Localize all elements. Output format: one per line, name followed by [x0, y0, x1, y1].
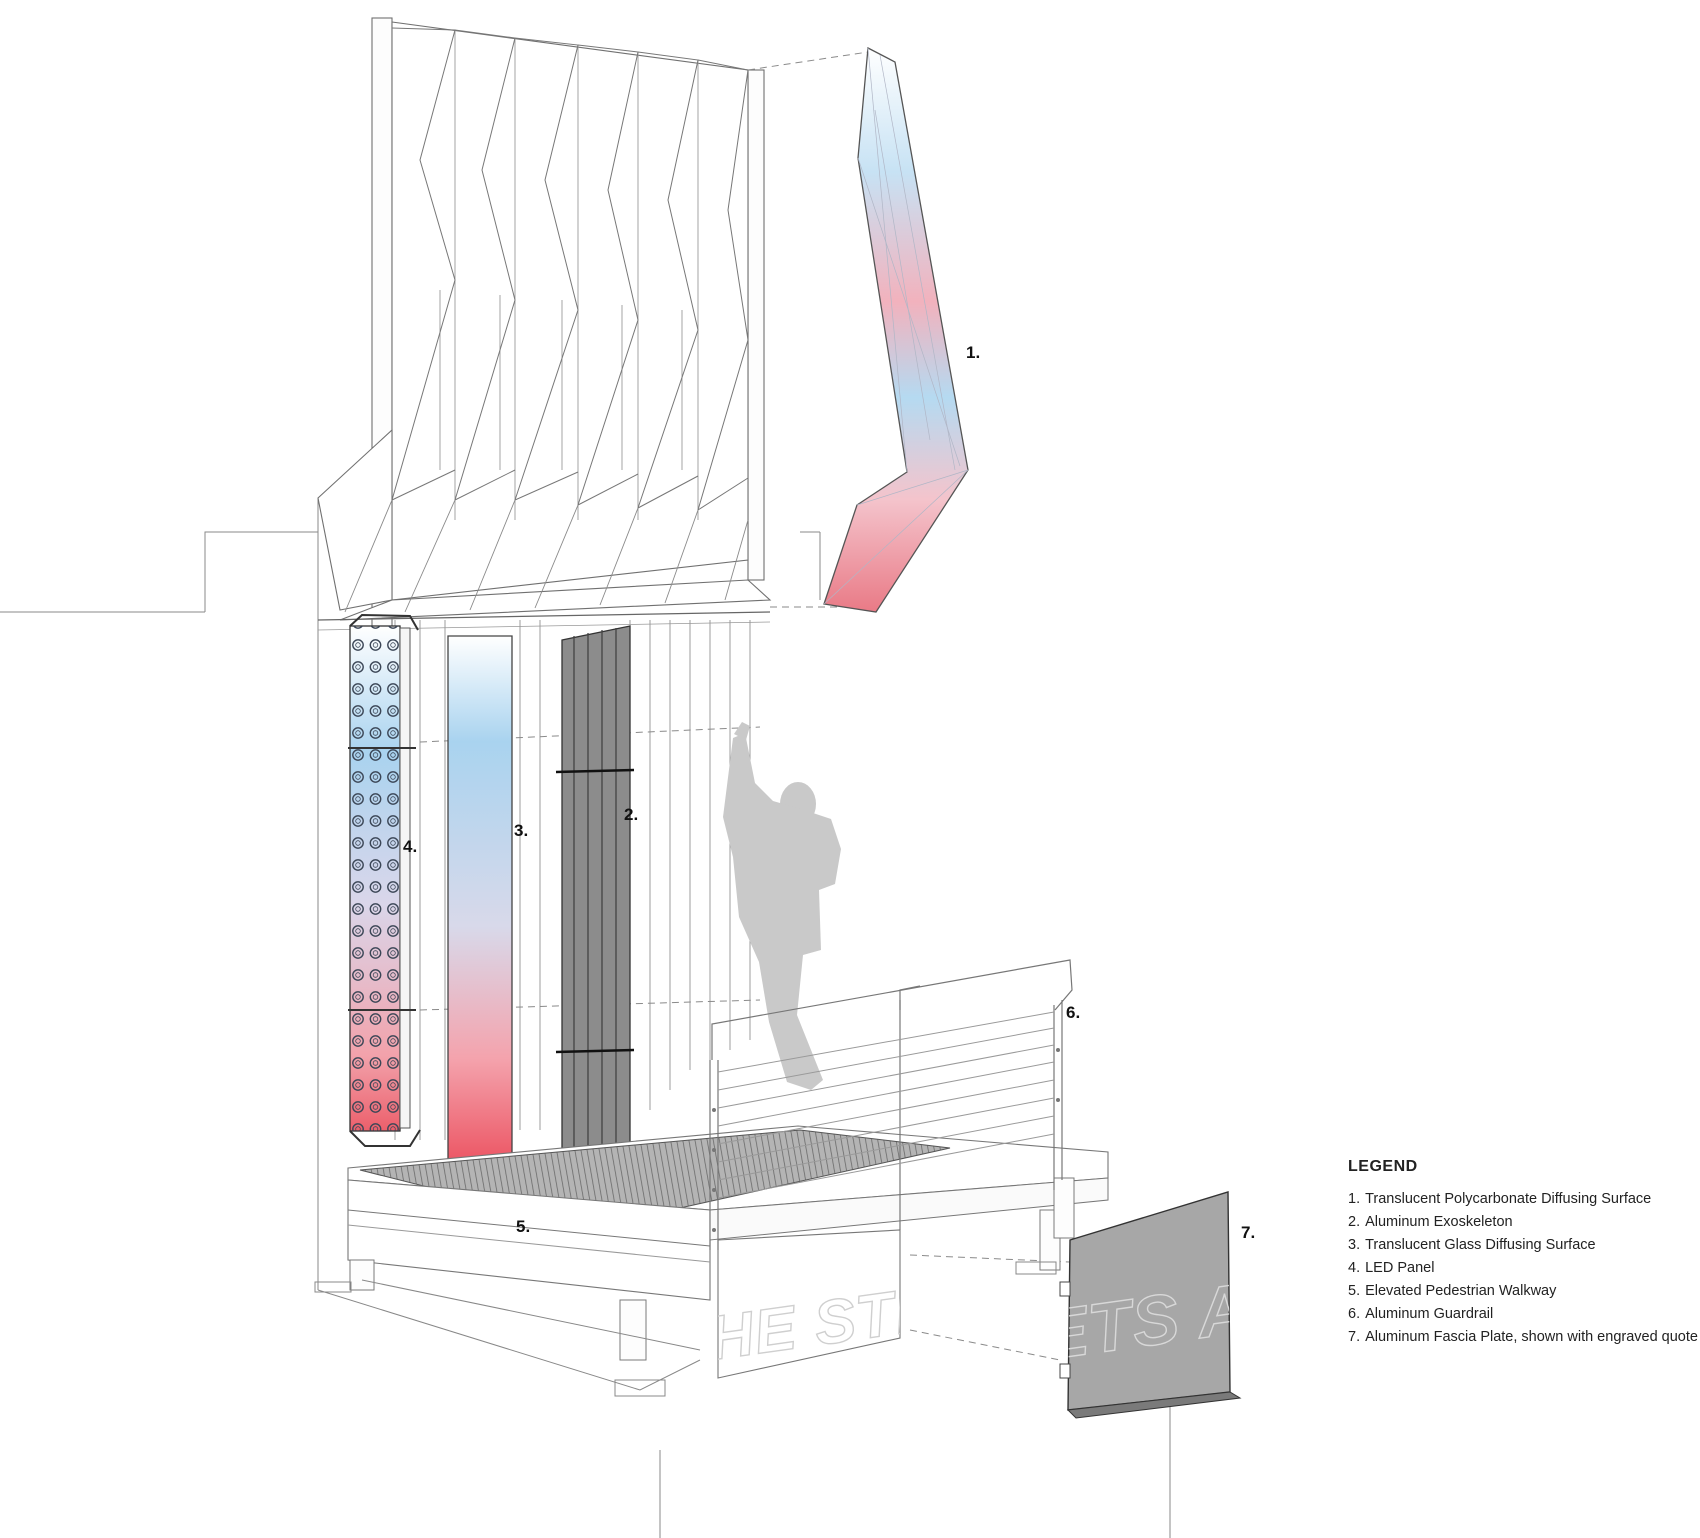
- human-silhouette: [723, 722, 841, 1090]
- walkway-fascia-plate: HE STREE: [717, 1229, 901, 1379]
- legend-title: LEGEND: [1348, 1158, 1418, 1175]
- callout-7: 7.: [1241, 1223, 1256, 1242]
- aluminum-guardrail: [709, 959, 1073, 1250]
- legend-item: 1.Translucent Polycarbonate Diffusing Su…: [1348, 1191, 1652, 1207]
- legend: LEGEND 1.Translucent Polycarbonate Diffu…: [1348, 1158, 1698, 1349]
- legend-item: 3.Translucent Glass Diffusing Surface: [1348, 1237, 1596, 1253]
- elevated-pedestrian-walkway: [314, 1125, 1109, 1397]
- legend-item: 7.Aluminum Fascia Plate, shown with engr…: [1348, 1329, 1698, 1345]
- callout-3: 3.: [514, 821, 529, 840]
- polycarbonate-diffusing-surface: [823, 46, 969, 613]
- callout-1: 1.: [966, 343, 981, 362]
- detached-fascia-plate: ETS ARE A: [1059, 1191, 1242, 1419]
- glass-diffusing-surface: [447, 635, 513, 1165]
- folded-canopy: [317, 17, 772, 1140]
- callout-4: 4.: [403, 837, 418, 856]
- aluminum-exoskeleton: [555, 625, 635, 1197]
- led-panel: [348, 613, 421, 1147]
- callout-5: 5.: [516, 1217, 531, 1236]
- callout-2: 2.: [624, 805, 639, 824]
- callout-6: 6.: [1066, 1003, 1081, 1022]
- legend-item: 6.Aluminum Guardrail: [1348, 1306, 1494, 1322]
- legend-item: 4.LED Panel: [1348, 1260, 1435, 1276]
- legend-item: 5.Elevated Pedestrian Walkway: [1348, 1283, 1557, 1299]
- legend-item: 2.Aluminum Exoskeleton: [1348, 1214, 1513, 1230]
- legend-list: 1.Translucent Polycarbonate Diffusing Su…: [1348, 1188, 1698, 1349]
